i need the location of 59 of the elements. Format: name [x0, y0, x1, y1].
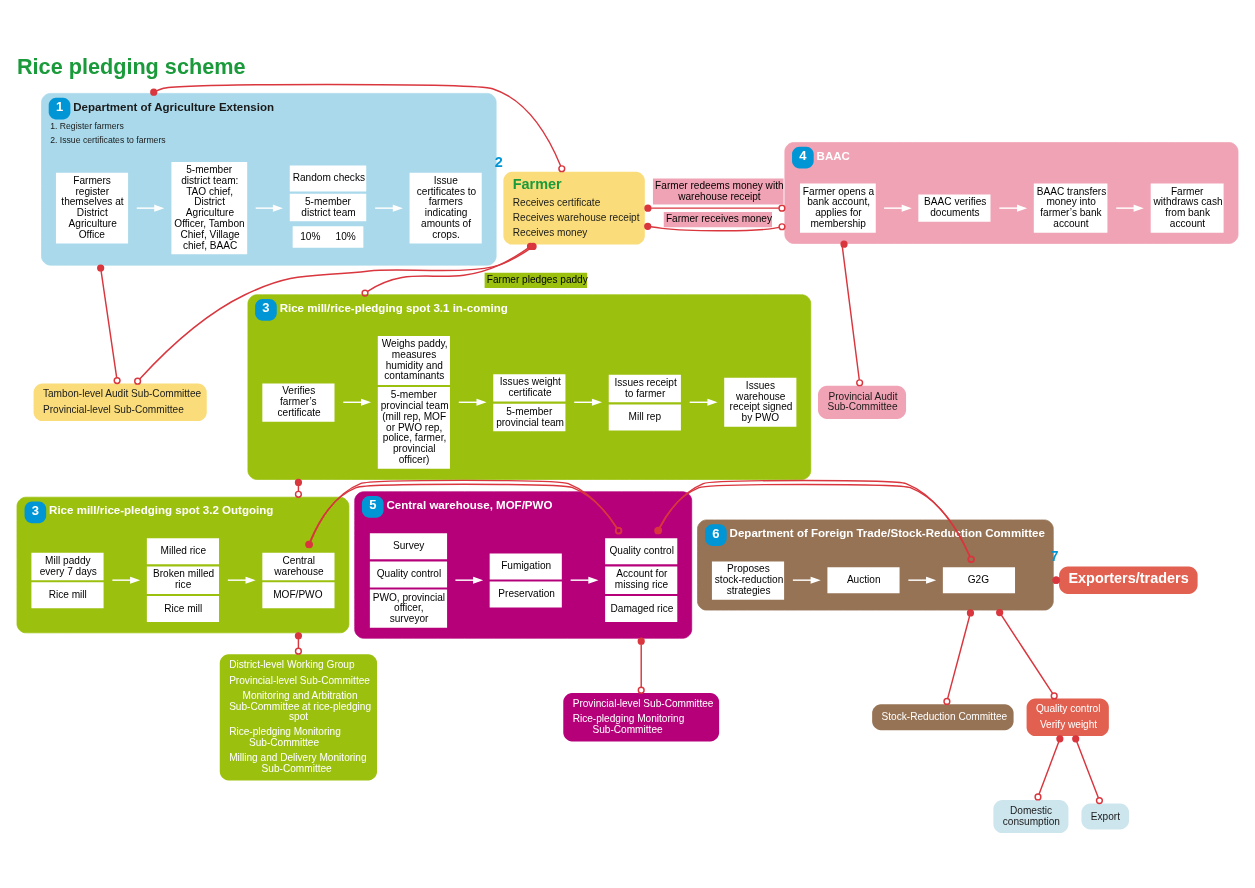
connector: [97, 264, 121, 385]
node-box: Quality control Verify weight: [1026, 698, 1109, 737]
connector: [644, 204, 786, 212]
node-box: Provincial-level Sub-Committee Rice-pledging Monitoring Sub-Committee: [563, 693, 720, 742]
node-box: BAAC verifies documents: [918, 194, 991, 222]
connector: [305, 479, 623, 549]
node-box: Exporters/traders: [1059, 566, 1198, 594]
connector: [644, 222, 786, 232]
node-box: 5-member district team: TAO chief, District Agriculture Officer, Tambon Chief, Village chief, BAAC: [171, 161, 248, 255]
arrow: [1115, 204, 1144, 212]
arrow: [573, 398, 603, 406]
arrow: [454, 576, 484, 584]
arrow: [998, 204, 1028, 212]
node-box: Tambon-level Audit Sub-Committee Provincial-level Sub-Committee: [33, 383, 207, 422]
arrow: [111, 576, 141, 584]
connector: [943, 609, 975, 705]
diagram-title: Rice pledging scheme: [16, 54, 246, 80]
node-box: Stock-Reduction Committee: [872, 704, 1014, 731]
node-label: 5: [369, 497, 377, 513]
edge-label: Farmer receives money: [665, 213, 772, 225]
arrow: [569, 576, 599, 584]
arrow: [689, 398, 718, 406]
arrow: [136, 204, 165, 212]
edge-label: Farmer redeems money with warehouse receipt: [655, 179, 784, 202]
arrow: [374, 204, 403, 212]
node-box: Export: [1081, 803, 1130, 830]
arrow: [883, 204, 912, 212]
node-box: Issues warehouse receipt signed by PWO: [724, 377, 797, 427]
arrow: [227, 576, 256, 584]
arrow: [254, 204, 283, 212]
node-box: Provincial Audit Sub-Committee: [818, 385, 907, 419]
connector: [996, 608, 1058, 700]
node-box: Farmer withdraws cash from bank account: [1150, 183, 1224, 233]
connector: [840, 240, 864, 387]
arrow: [792, 576, 821, 584]
node-box: Proposes stock-reduction strategies: [711, 561, 785, 600]
connector: [1034, 735, 1064, 801]
node-box: Farmer opens a bank account, applies for membership: [800, 183, 876, 233]
arrow: [458, 398, 487, 406]
node-box: Issue certificates to farmers indicating amounts of crops.: [409, 172, 482, 244]
node-box: Verifies farmer’s certificate: [262, 383, 335, 422]
node-label: 1: [55, 99, 64, 115]
node-box: District-level Working Group Provincial-level Sub-Committee Monitoring and Arbitration Sub-Committee at rice-pledging spot Rice-pledging Monitoring Sub-Committee Milling and Delivery Monitoring Sub-Committee: [219, 654, 378, 781]
node-box: G2G: [942, 567, 1016, 594]
node-label: 6: [712, 525, 720, 541]
arrow: [342, 398, 372, 406]
connector: [150, 83, 566, 173]
node-box: Farmers register themselves at District Agriculture Office: [55, 172, 129, 244]
node-box: Farmer Receives certificate Receives warehouse receipt Receives money: [503, 171, 645, 245]
connector: [1072, 735, 1104, 805]
node-label: 4: [799, 148, 807, 164]
node-label: 3: [262, 300, 270, 316]
node-label: 3: [31, 502, 39, 518]
connector: [637, 637, 645, 694]
node-box: Auction: [827, 567, 900, 594]
node-box: Domestic consumption: [993, 799, 1069, 834]
node-box: BAAC transfers money into farmer’s bank account: [1033, 183, 1108, 233]
node-label: 2: [494, 153, 503, 170]
arrow: [907, 576, 937, 584]
